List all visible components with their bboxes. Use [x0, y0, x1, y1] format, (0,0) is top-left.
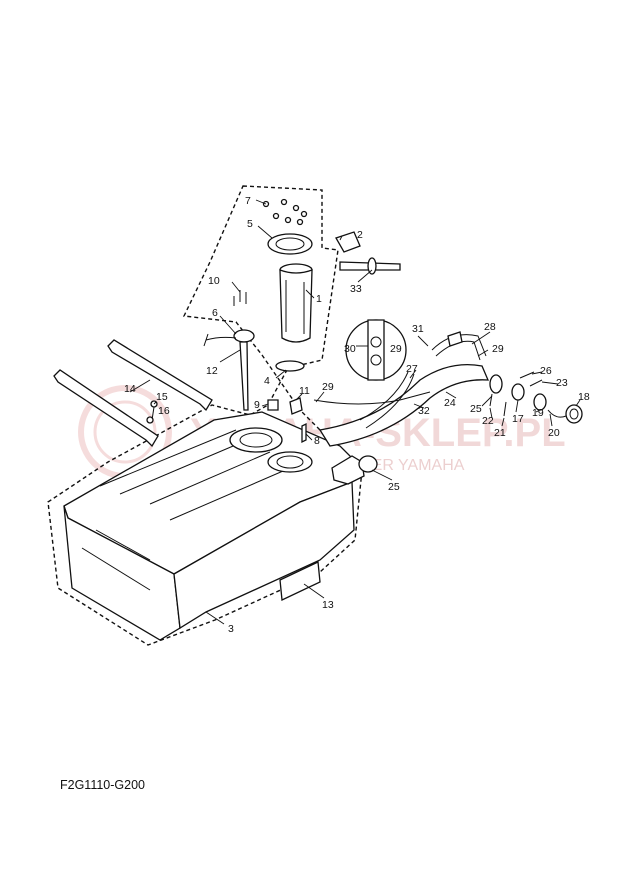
watermark-logo-inner-icon [93, 400, 157, 464]
fuel-pump-body [279, 269, 313, 343]
filler-hose-24 [318, 363, 490, 447]
pipe-17 [511, 383, 525, 401]
callout-7: 7 [245, 195, 251, 207]
callout-numbers: 1 2 3 4 5 6 7 8 9 10 11 12 13 14 15 16 1… [124, 195, 590, 635]
bracket-lower [53, 369, 159, 448]
tank-ridge-1 [99, 429, 291, 521]
fuel-tank [63, 411, 365, 641]
callout-29a: 29 [390, 343, 402, 355]
tank-ridge-2 [81, 529, 151, 591]
callout-4: 4 [264, 375, 270, 387]
callout-20: 20 [548, 427, 560, 439]
hose-25-lower [358, 455, 378, 473]
callout-24: 24 [444, 397, 456, 409]
label-plate [279, 561, 321, 601]
callout-25a: 25 [470, 403, 482, 415]
callout-25b: 25 [388, 481, 400, 493]
cap-chain-20 [547, 409, 567, 418]
fuel-pump [279, 263, 313, 343]
callout-15: 15 [156, 391, 168, 403]
tank-filler-neck [331, 455, 365, 485]
callout-21: 21 [494, 427, 506, 439]
callout-13: 13 [322, 599, 334, 611]
leader-lines [129, 199, 581, 625]
bracket-nut-16 [146, 416, 154, 424]
callout-27: 27 [406, 363, 418, 375]
screw-21 [503, 401, 507, 417]
hose-25 [489, 374, 503, 394]
callout-10: 10 [208, 275, 220, 287]
callout-2: 2 [357, 229, 363, 241]
callout-14: 14 [124, 383, 136, 395]
callout-19: 19 [532, 407, 544, 419]
callout-6: 6 [212, 307, 218, 319]
filler-hose-assembly [313, 331, 490, 447]
callout-33: 33 [350, 283, 362, 295]
callout-31: 31 [412, 323, 424, 335]
clamp-9 [267, 399, 279, 411]
tank-sender-flange [267, 451, 313, 473]
callout-9: 9 [254, 399, 260, 411]
callout-23: 23 [556, 377, 568, 389]
callout-32: 32 [418, 405, 430, 417]
bolt-33-washer [367, 257, 377, 275]
tank-assembly-boundary [47, 185, 363, 646]
breather-line-32 [313, 391, 431, 405]
callout-29c: 29 [322, 381, 334, 393]
tank-pump-opening [239, 432, 273, 448]
tank-brackets [53, 339, 213, 448]
callout-28: 28 [484, 321, 496, 333]
callout-30: 30 [344, 343, 356, 355]
hose-clamp-31 [447, 331, 463, 347]
screw-8 [301, 422, 307, 444]
diagram-code: F2G1110-G200 [60, 778, 146, 792]
breather-hose-27 [359, 371, 415, 429]
callout-26: 26 [540, 365, 552, 377]
callout-29b: 29 [492, 343, 504, 355]
callout-5: 5 [247, 218, 253, 230]
bolt-26 [519, 371, 535, 379]
bolts-10 [233, 290, 247, 306]
callout-8: 8 [314, 435, 320, 447]
detail-connector [367, 319, 385, 381]
callout-17: 17 [512, 413, 524, 425]
retainer-plate [267, 233, 313, 255]
callout-18: 18 [578, 391, 590, 403]
filler-neck-parts [358, 371, 583, 473]
fuel-cap-18 [565, 404, 583, 424]
callout-3: 3 [228, 623, 234, 635]
callout-12: 12 [206, 365, 218, 377]
tank-pump-flange [229, 427, 283, 453]
bolt-23 [529, 379, 543, 387]
fuel-sender [203, 329, 255, 411]
fuel-cap-18-inner [569, 408, 579, 420]
bracket-upper [107, 339, 213, 412]
screws-7 [262, 198, 308, 226]
o-ring [275, 360, 305, 372]
tank-side-face [173, 481, 355, 630]
callout-22: 22 [482, 415, 494, 427]
callout-1: 1 [316, 293, 322, 305]
tank-sender-opening [276, 455, 304, 469]
retainer-plate-inner [275, 237, 305, 251]
callout-11: 11 [299, 385, 310, 397]
callout-16: 16 [158, 405, 170, 417]
